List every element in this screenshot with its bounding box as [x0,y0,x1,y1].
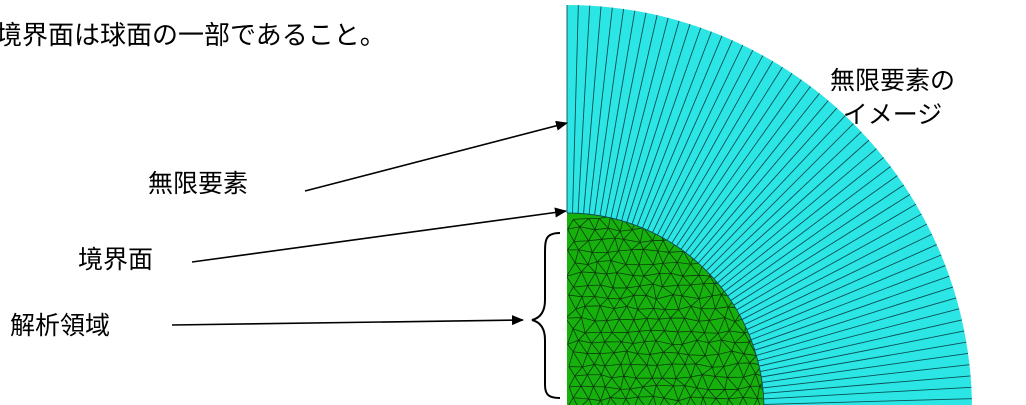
radial-element-line [741,223,928,320]
radial-element-line [750,265,946,341]
radial-element-line [626,23,691,223]
radial-element-line [763,398,972,405]
radial-element-line [705,123,854,272]
radial-element-line [709,131,862,275]
radial-element-line [717,148,877,284]
radial-element-line [762,364,970,389]
analysis-region-arrow [171,315,524,326]
infinite-element-arrow [304,120,568,192]
analysis-region-mesh [567,214,764,405]
infinite-element-radial-lines [566,5,972,405]
radial-element-line [713,139,870,280]
radial-element-line [657,49,754,236]
radial-element-line [652,44,744,233]
radial-element-line [666,60,774,241]
radial-element-line [599,10,636,216]
radial-element-line [739,213,922,316]
radial-element-line [610,15,658,219]
triangle-mesh-lines [567,214,764,405]
radial-element-line [693,100,829,260]
boundary-label: 境界面 [78,245,154,274]
infinite-image-label: 無限要素の イメージ [830,64,955,132]
radial-element-line [720,157,884,288]
radial-element-line [647,40,733,231]
radial-element-line [761,341,967,378]
radial-element-line [680,79,802,250]
radial-element-line [762,352,969,383]
radial-element-line [697,107,838,264]
radial-element-line [746,244,937,330]
radial-element-line [661,55,764,238]
radial-element-line [736,203,917,311]
radial-element-line [757,308,960,362]
radial-element-line [594,8,625,215]
radial-element-line [752,275,950,346]
radial-element-line [631,27,702,225]
radial-element-line [763,386,972,400]
radial-element-line [572,5,579,214]
radial-element-line [583,6,602,214]
radial-element-line [604,12,647,217]
radial-element-line [621,20,680,221]
analysis-region-brace [531,232,561,399]
radial-element-line [733,194,911,306]
infinite-element-label: 無限要素 [148,169,249,198]
radial-element-line [748,254,942,336]
radial-element-line [724,166,891,292]
infinite-image-label-line1: 無限要素の [830,66,956,95]
radial-element-line [763,375,971,394]
radial-element-line [641,35,723,229]
radial-element-line [671,66,783,244]
radial-element-line [756,297,957,356]
radial-element-line [758,319,962,367]
radial-element-line [636,31,712,227]
boundary-arrow [191,207,567,263]
radial-element-line [676,73,793,247]
radial-element-line [702,115,846,268]
radial-element-line [760,330,965,373]
radial-element-line [730,184,904,301]
radial-element-line [754,286,954,351]
infinite-image-label-line2: イメージ [842,99,943,129]
boundary-arc [566,212,765,405]
radial-element-line [727,175,898,297]
radial-element-line [744,233,933,325]
heading-text: 境界面は球面の一部であること。 [0,21,386,51]
analysis-region-label: 解析領域 [10,311,111,340]
radial-element-line [588,7,613,215]
radial-element-line [689,93,820,257]
radial-element-line [685,86,811,253]
radial-element-line [615,17,669,220]
radial-element-line [577,5,591,214]
